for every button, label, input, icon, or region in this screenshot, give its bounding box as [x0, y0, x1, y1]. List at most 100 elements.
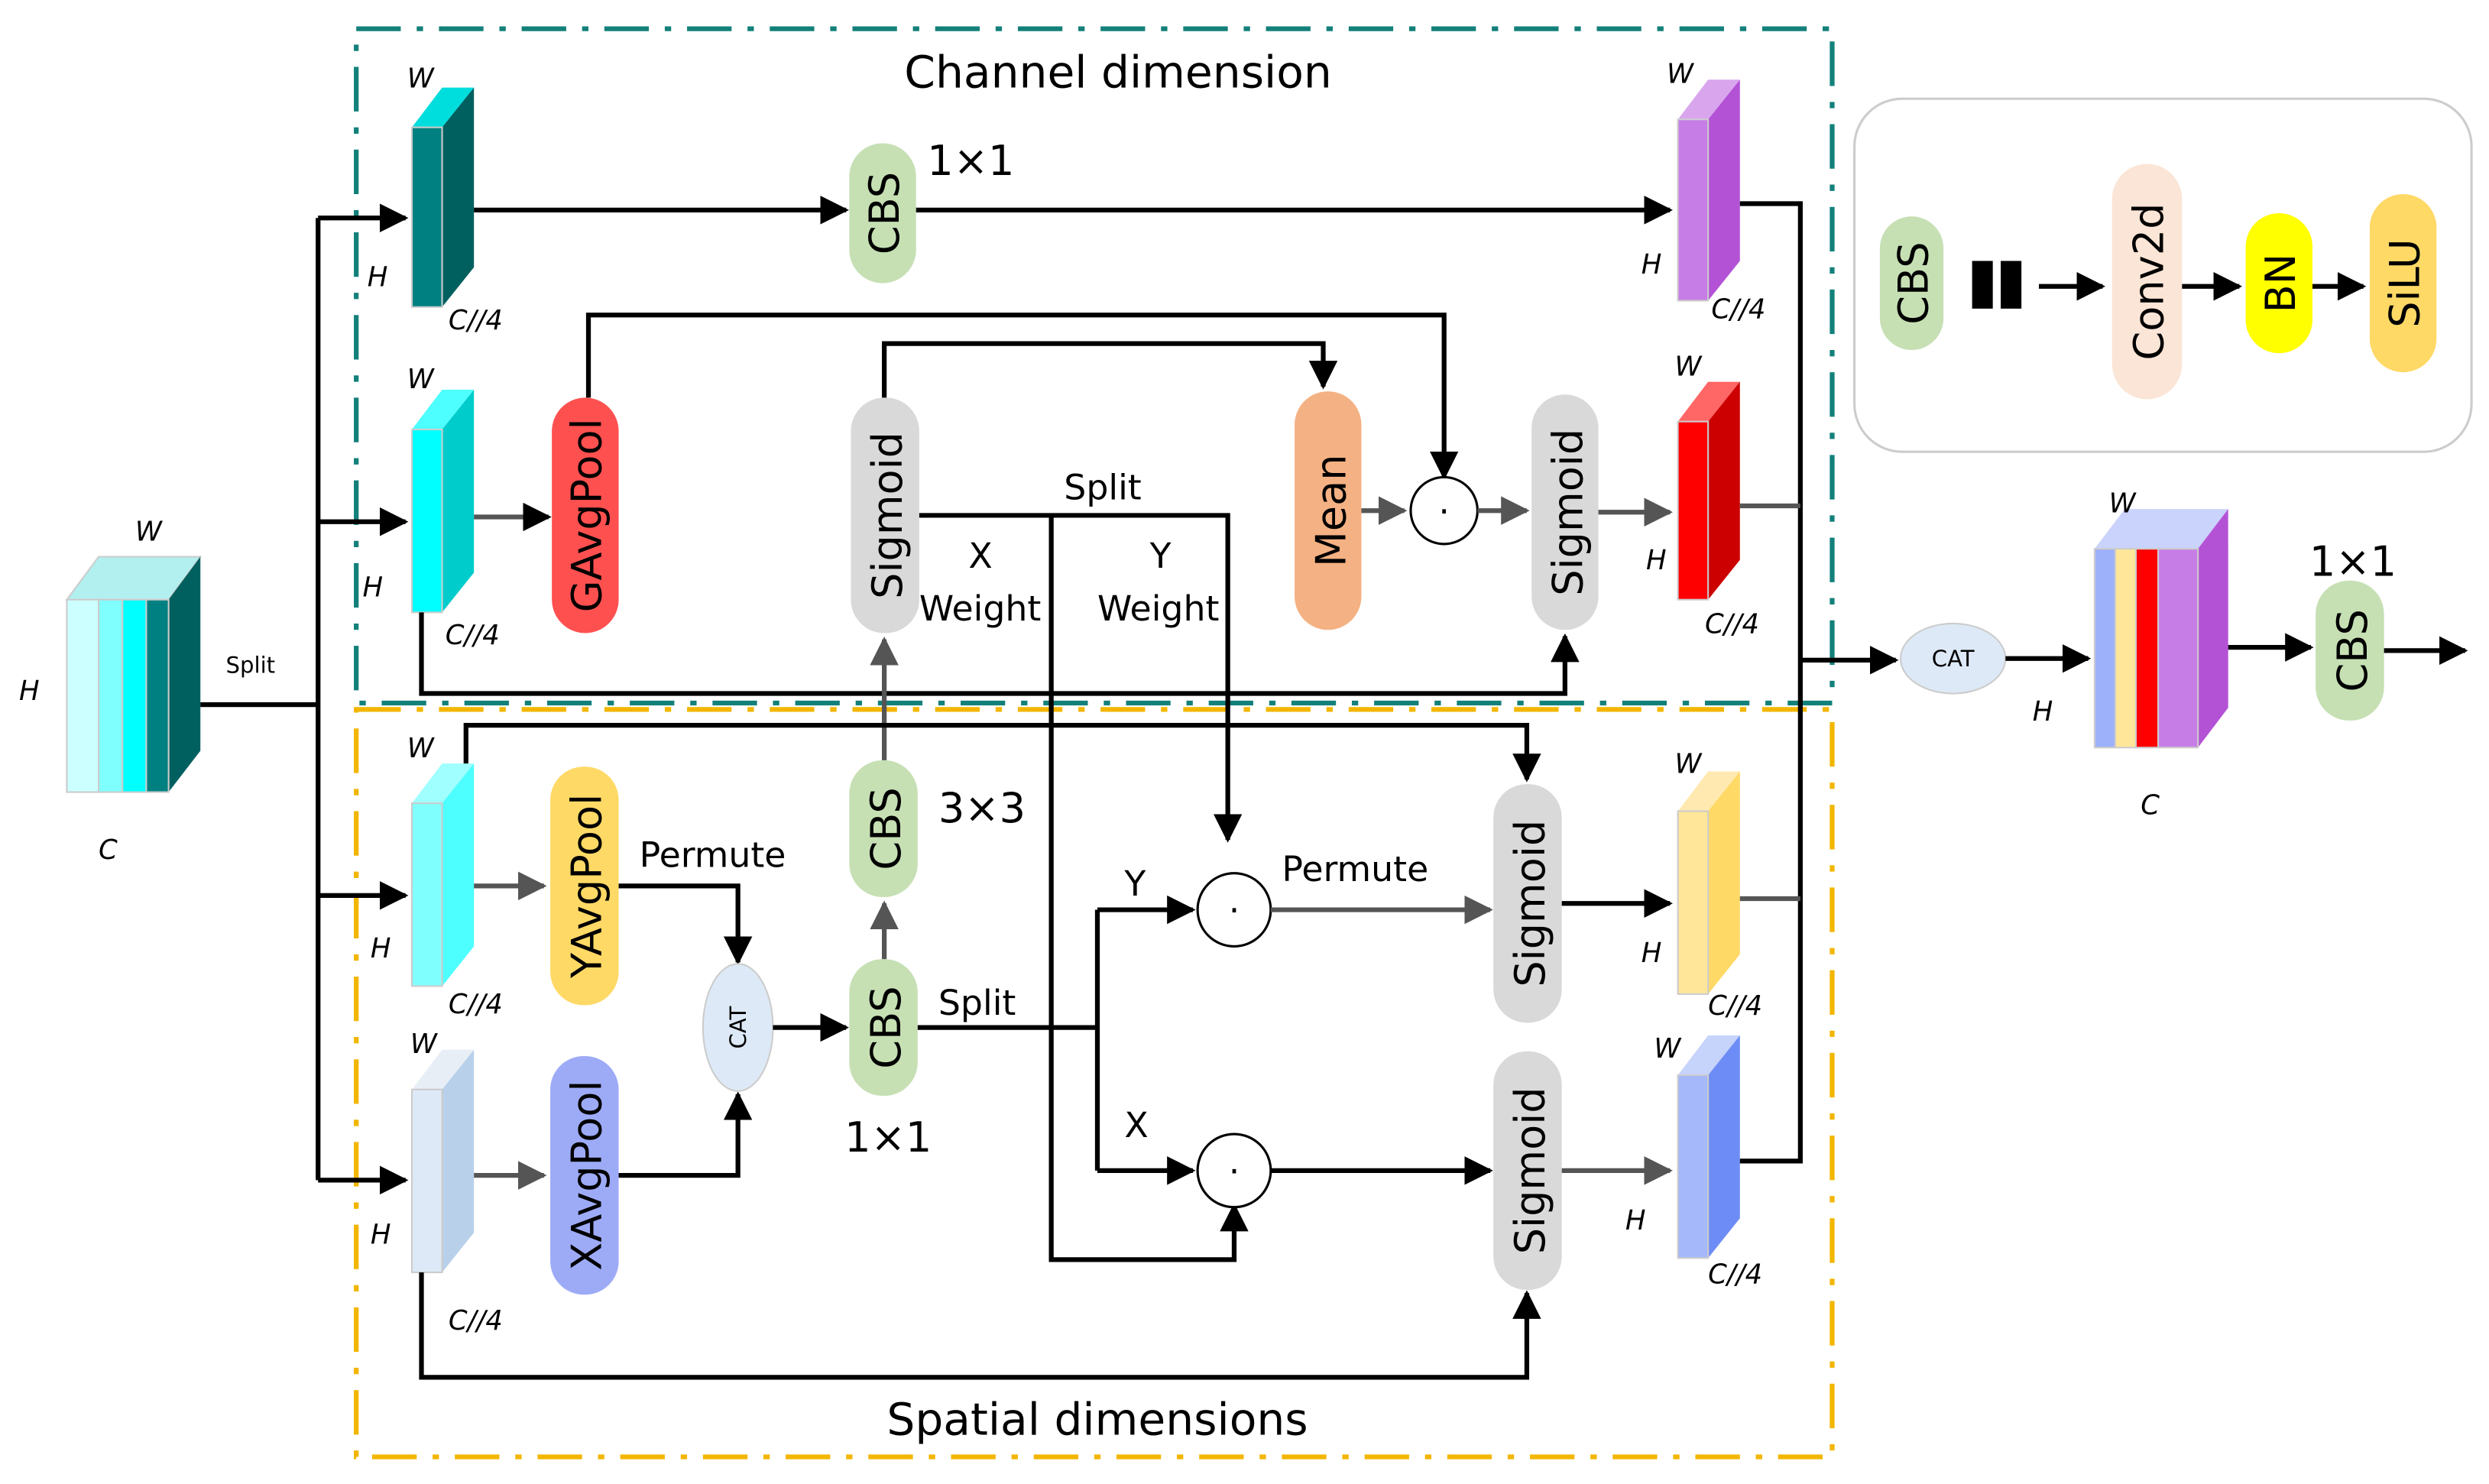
edge-b3-skip: [463, 723, 1541, 783]
b2out-h: H: [1646, 545, 1667, 576]
legend-cbs-label: CBS: [1889, 241, 1937, 324]
branch1-w: W: [407, 63, 436, 95]
sigmoid-channel-1-node: [851, 397, 919, 633]
edge-gavgpool-dot: [585, 313, 1459, 481]
merge-bus: [1739, 201, 1803, 1164]
b1out-h: H: [1642, 249, 1662, 280]
branch4-h: H: [371, 1220, 391, 1251]
x-weight-label-2: Weight: [919, 588, 1041, 629]
branch4-tensor: [410, 1049, 475, 1274]
x-multiply-symbol: ·: [1229, 1152, 1240, 1192]
spatial-dimension-title: Spatial dimensions: [886, 1393, 1308, 1445]
branch4-w: W: [410, 1029, 439, 1060]
branch3-c: C//4: [449, 989, 503, 1020]
legend-equals-icon: [1972, 261, 2022, 309]
out-h: H: [2033, 696, 2053, 727]
b3out-h: H: [1642, 938, 1662, 969]
spatial-dimension-box: [354, 707, 1835, 1460]
sigmoid-channel-2-node: [1531, 394, 1599, 630]
mean-node: [1295, 391, 1362, 630]
split-channel-label: Split: [1064, 468, 1141, 508]
branch1-out-tensor: [1677, 79, 1740, 302]
cbs-top-label: CBS: [860, 172, 909, 254]
out-c: C: [2141, 790, 2160, 821]
input-w-label: W: [135, 517, 164, 548]
branch3-tensor: [410, 763, 475, 987]
cbs-1x1-kernel: 1×1: [844, 1113, 932, 1162]
legend-bn-label: BN: [2257, 254, 2305, 313]
legend-conv2d-label: Conv2d: [2124, 203, 2173, 361]
xavgpool-label: XAvgPool: [563, 1081, 611, 1271]
gavgpool-label: GAvgPool: [563, 418, 611, 612]
edge-yavgpool-cat: [618, 883, 753, 965]
branch1-c: C//4: [449, 305, 503, 336]
output-tensor: [2093, 509, 2228, 749]
sigmoid-spatial-y-label: Sigmoid: [1506, 820, 1554, 987]
cbs-3x3-node: [849, 760, 918, 897]
legend-silu-node: [2369, 194, 2437, 373]
cbs-1x1-node: [849, 959, 918, 1097]
input-c-label: C: [99, 834, 118, 866]
b1out-c: C//4: [1711, 293, 1765, 325]
cbs-3x3-kernel: 3×3: [938, 784, 1026, 832]
branch2-tensor: [410, 390, 475, 614]
edge-xavgpool-cat: [618, 1091, 753, 1178]
branch1-h: H: [368, 262, 388, 293]
edge-sigmoid-mean: [881, 341, 1338, 398]
y-weight-label-2: Weight: [1097, 588, 1219, 629]
y-label: Y: [1123, 864, 1146, 904]
x-label: X: [1124, 1105, 1148, 1145]
edge-b2-skip: [419, 612, 1580, 696]
branch2-c: C//4: [446, 620, 500, 651]
permute-2-label: Permute: [1282, 849, 1428, 889]
branch1-tensor: [410, 87, 475, 308]
split-trunk: [200, 218, 321, 1181]
sigmoid-spatial-y-node: [1493, 784, 1562, 1023]
edge-cbs1x1-split: [917, 909, 1100, 1171]
y-multiply-symbol: ·: [1229, 890, 1240, 931]
legend-cbs-node: [1879, 216, 1944, 350]
b3out-c: C//4: [1708, 990, 1762, 1022]
edge-split-x: [1048, 515, 1249, 1262]
sigmoid-channel-2-label: Sigmoid: [1544, 429, 1593, 596]
xavgpool-node: [550, 1056, 619, 1295]
b4out-h: H: [1625, 1205, 1646, 1236]
branch3-h: H: [371, 933, 391, 964]
yavgpool-label: YAvgPool: [563, 794, 611, 979]
legend-conv2d-node: [2111, 164, 2183, 400]
cbs-out-label: CBS: [2329, 609, 2377, 692]
cat-inner-label: CAT: [725, 1006, 751, 1048]
b4out-w: W: [1654, 1033, 1682, 1064]
branch4-c: C//4: [449, 1305, 503, 1337]
cbs-1x1-label: CBS: [862, 986, 910, 1068]
b4out-c: C//4: [1708, 1259, 1762, 1291]
b1out-w: W: [1667, 58, 1695, 89]
branch2-out-tensor: [1677, 381, 1740, 601]
cbs-out-kernel: 1×1: [2309, 538, 2397, 586]
channel-dimension-title: Channel dimension: [904, 47, 1332, 99]
sigmoid-spatial-x-node: [1493, 1051, 1562, 1290]
sigmoid-channel-1-label: Sigmoid: [864, 432, 912, 599]
cbs-3x3-label: CBS: [862, 787, 910, 870]
cat-out-label: CAT: [1932, 646, 1975, 672]
yavgpool-node: [550, 766, 619, 1006]
branch3-w: W: [407, 733, 436, 764]
permute-1-label: Permute: [640, 834, 786, 875]
edge-sigmoid-split: [919, 513, 1243, 843]
branch2-w: W: [407, 364, 436, 395]
input-tensor: [65, 556, 203, 793]
cbs-top-node: [849, 143, 916, 284]
cbs-out-node: [2316, 580, 2384, 721]
channel-multiply-symbol: ·: [1438, 491, 1450, 532]
legend-bn-node: [2245, 213, 2312, 354]
y-weight-label-1: Y: [1149, 536, 1172, 576]
input-split-label: Split: [226, 652, 276, 678]
branch3-out-tensor: [1677, 771, 1740, 995]
branch4-out-tensor: [1677, 1035, 1740, 1259]
b3out-w: W: [1674, 749, 1703, 780]
cbs-top-kernel: 1×1: [927, 137, 1014, 185]
b2out-c: C//4: [1705, 608, 1759, 640]
x-weight-label-1: X: [968, 536, 992, 576]
b2out-w: W: [1674, 351, 1703, 382]
